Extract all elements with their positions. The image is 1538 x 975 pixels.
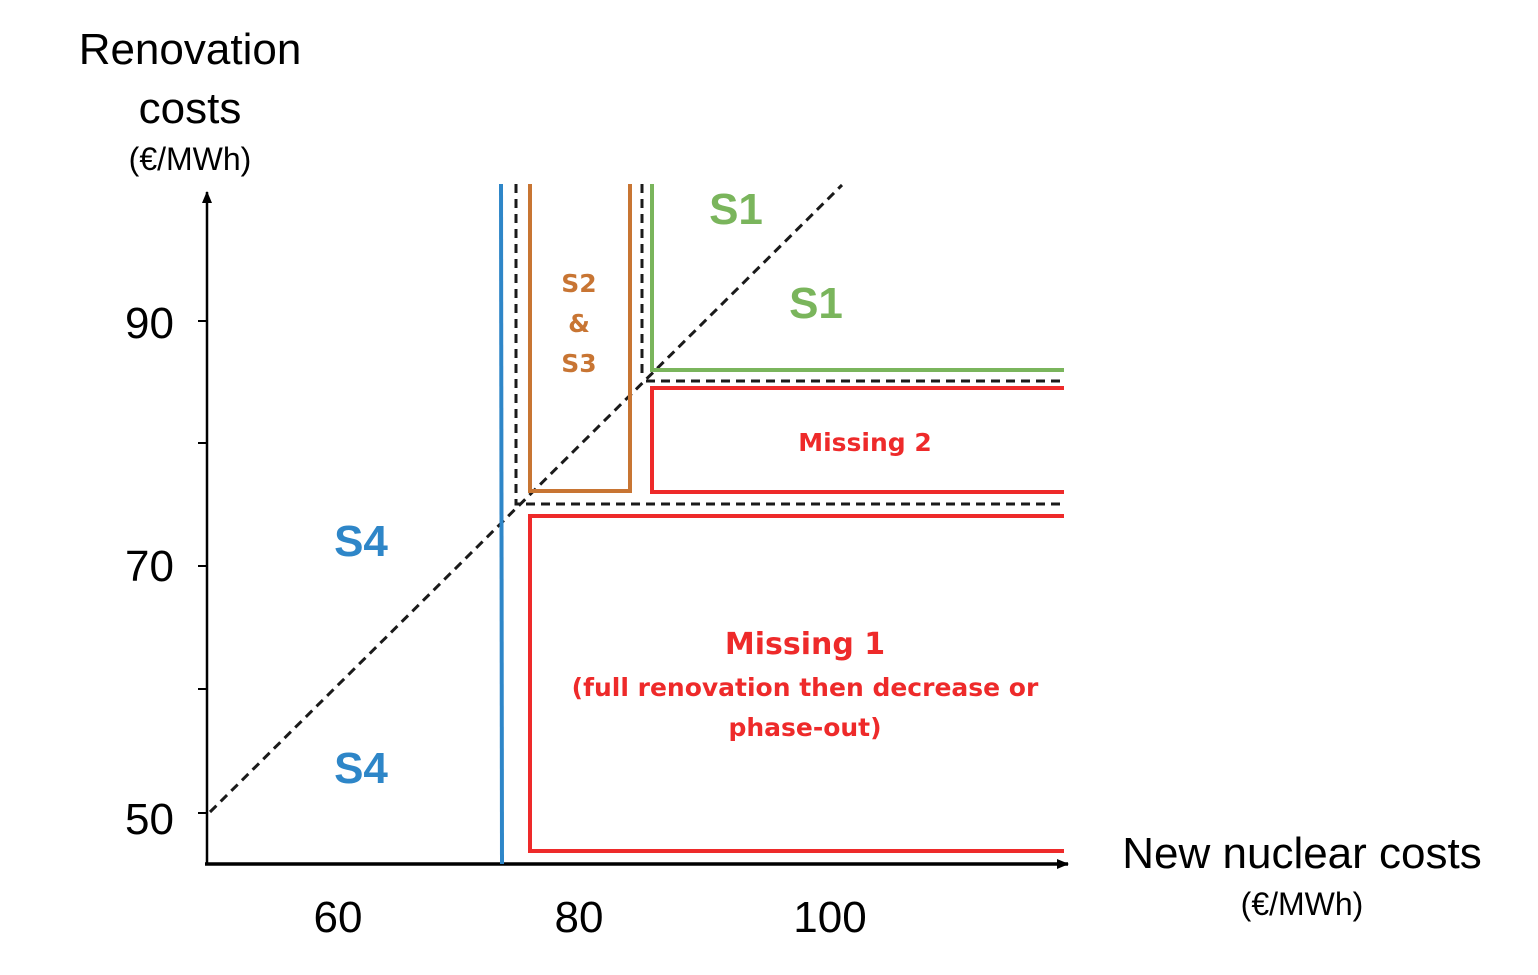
missing1-title: Missing 1 xyxy=(725,627,885,662)
x-tick-label: 80 xyxy=(555,893,604,942)
y-tick-label: 50 xyxy=(125,795,174,844)
x-tick-label: 100 xyxy=(793,893,866,942)
y-axis-title-line1: Renovation xyxy=(79,25,302,74)
s4-label-lower: S4 xyxy=(334,744,388,793)
s2-s3-region-outline xyxy=(528,184,632,493)
s2-s3-dashed-boundary xyxy=(514,184,1064,506)
missing2-label: Missing 2 xyxy=(798,428,932,457)
missing1-desc-line2: phase-out) xyxy=(728,713,881,742)
missing1-desc-line1: (full renovation then decrease or xyxy=(572,673,1039,702)
s2-s3-ampersand: & xyxy=(568,309,590,338)
s1-label-mid: S1 xyxy=(789,279,843,328)
s1-region-outline xyxy=(650,184,1064,372)
x-axis-title: New nuclear costs xyxy=(1122,829,1481,878)
s2-label: S2 xyxy=(561,269,596,298)
s4-boundary-line xyxy=(499,183,504,865)
s1-label-top: S1 xyxy=(709,185,763,234)
x-axis-unit: (€/MWh) xyxy=(1241,886,1364,922)
missing2-region-outline xyxy=(650,386,1064,494)
missing1-region-outline xyxy=(528,514,1064,853)
y-axis-unit: (€/MWh) xyxy=(129,141,252,177)
x-tick-label: 60 xyxy=(314,893,363,942)
diagonal-dashed-line xyxy=(208,183,844,814)
s3-label: S3 xyxy=(561,349,596,378)
y-axis-title-line2: costs xyxy=(139,84,242,133)
s4-label-upper: S4 xyxy=(334,517,388,566)
y-tick-label: 70 xyxy=(125,542,174,591)
y-tick-label: 90 xyxy=(125,299,174,348)
